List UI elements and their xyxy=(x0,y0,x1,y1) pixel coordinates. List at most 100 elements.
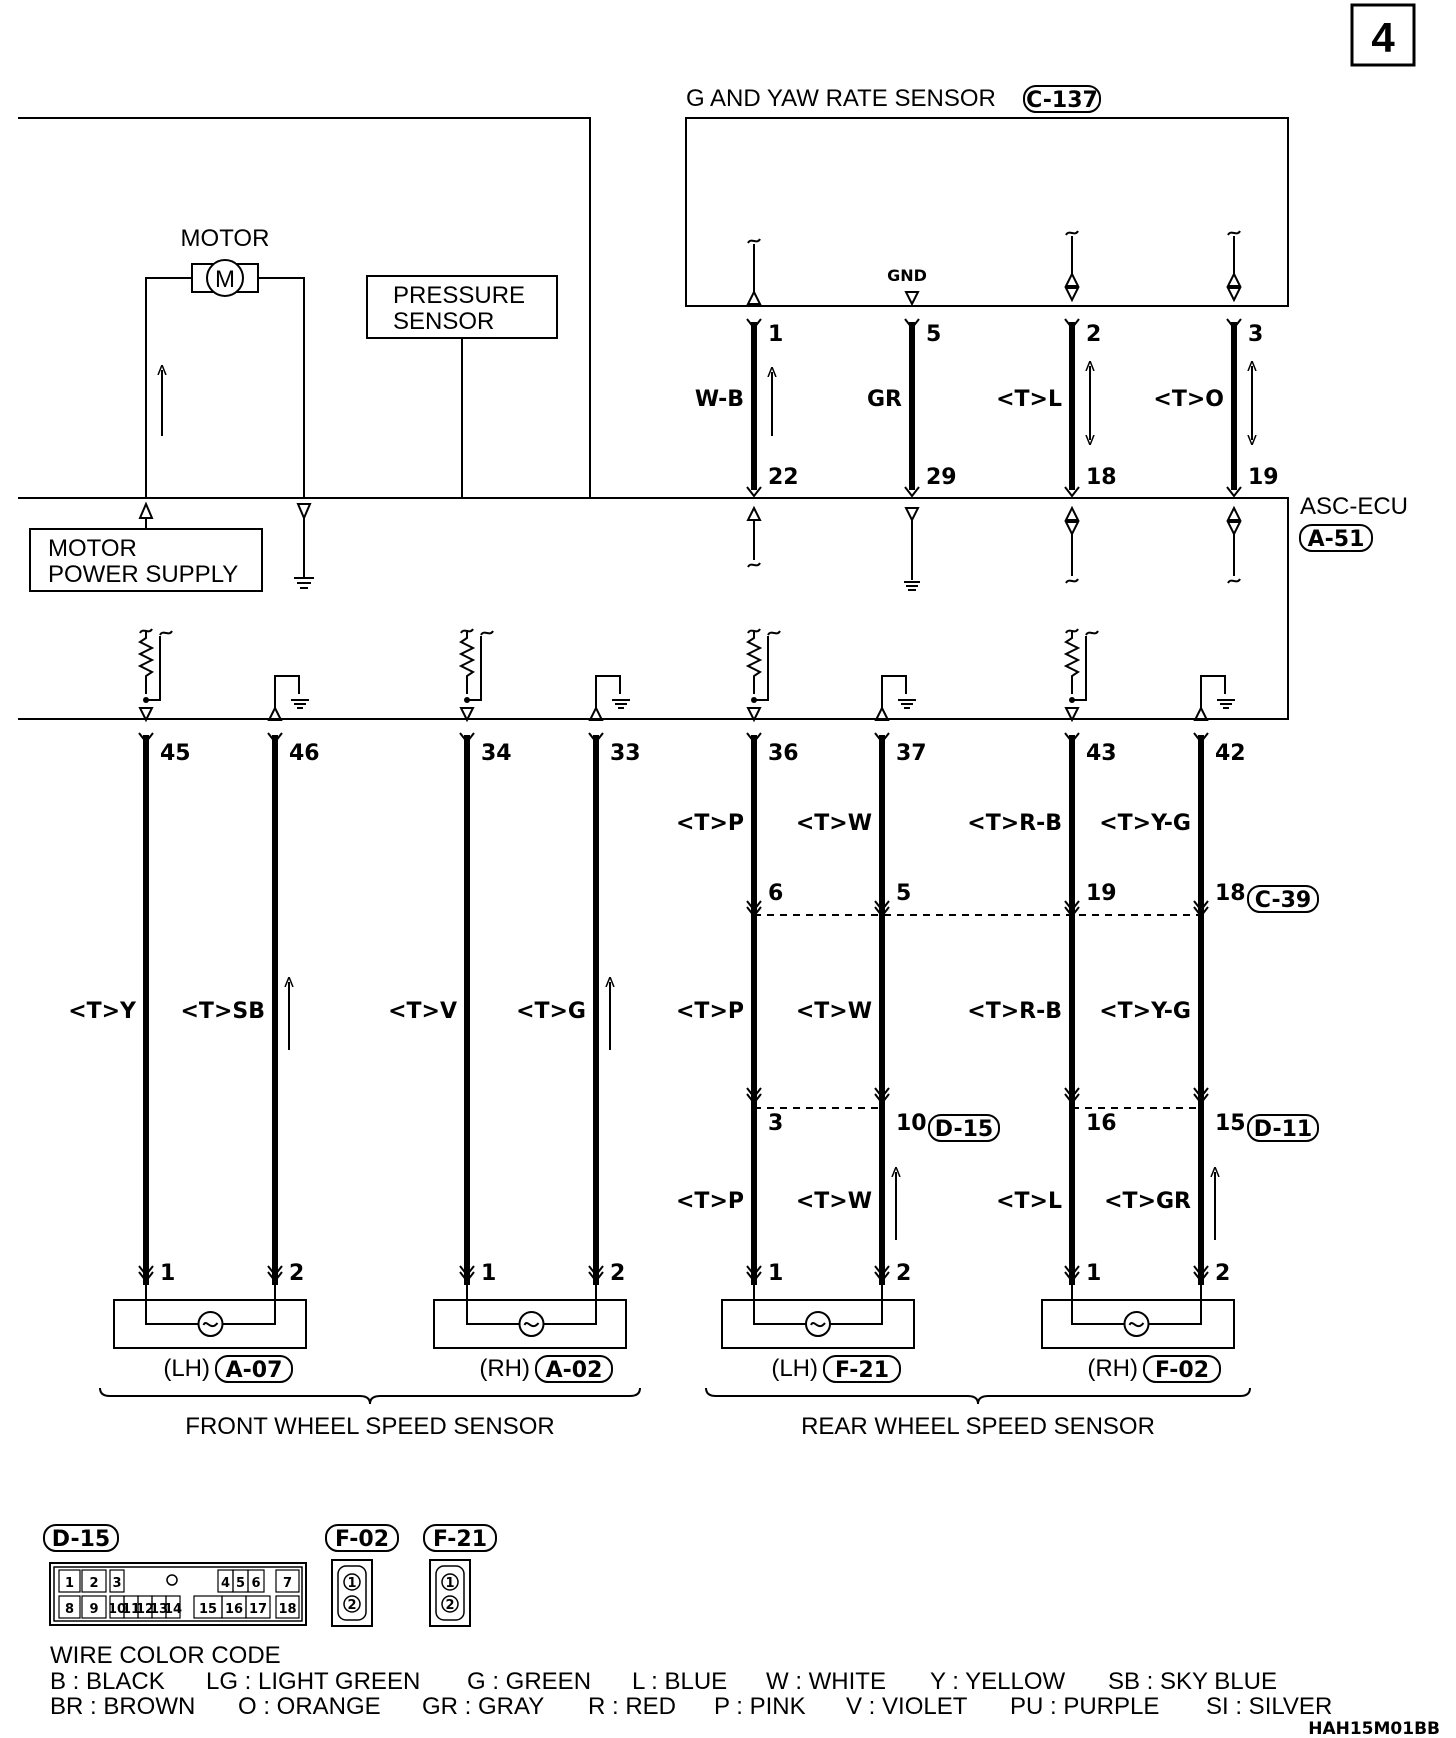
cavity: 12 xyxy=(136,1602,154,1617)
junction-pin: 15 xyxy=(1215,1111,1246,1136)
color-code-entry: BR : BROWN xyxy=(50,1693,195,1720)
color-code-entry: O : ORANGE xyxy=(238,1693,381,1720)
motor-power-supply-label-2: POWER SUPPLY xyxy=(48,561,238,588)
cavity: 6 xyxy=(251,1576,260,1591)
ecu-label: ASC-ECU xyxy=(1300,493,1408,520)
sensor-side: (LH) xyxy=(771,1355,818,1382)
g-yaw-rate-sensor: G AND YAW RATE SENSOR C-137 GND xyxy=(685,85,1289,307)
diagram-id: HAH15M01BB xyxy=(1308,1719,1440,1738)
top-pin-ecu: 18 xyxy=(1086,465,1117,490)
wire-color-label: <T>P xyxy=(676,1189,744,1214)
color-code-entry: PU : PURPLE xyxy=(1010,1693,1159,1720)
sensor-side: (RH) xyxy=(479,1355,530,1382)
pin-number: 2 xyxy=(347,1598,356,1613)
wheel-speed-sensor-4: (RH)F-02 xyxy=(1041,1285,1235,1383)
wheel-speed-sensor-1: (LH)A-07 xyxy=(113,1285,307,1383)
top-pin-sensor: 1 xyxy=(768,322,783,347)
top-pin-sensor: 2 xyxy=(1086,322,1101,347)
motor: MOTOR M xyxy=(145,225,305,498)
color-code-entry: SI : SILVER xyxy=(1206,1693,1332,1720)
sensor-coil-icon xyxy=(1123,1311,1150,1337)
sensor-coil-icon xyxy=(518,1311,545,1337)
sensor-pin: 1 xyxy=(481,1261,496,1286)
sensor-side: (LH) xyxy=(163,1355,210,1382)
sensor-side: (RH) xyxy=(1087,1355,1138,1382)
cavity: 18 xyxy=(278,1602,296,1617)
cavity: 1 xyxy=(65,1576,74,1591)
connector-d15: D-15 xyxy=(935,1117,993,1142)
sensor-pin: 2 xyxy=(896,1261,911,1286)
cavity: 17 xyxy=(249,1602,267,1617)
junction-pin: 3 xyxy=(768,1111,783,1136)
rear-group-label: REAR WHEEL SPEED SENSOR xyxy=(801,1413,1155,1440)
connector-d15-badge xyxy=(928,1114,1000,1142)
g-sensor-label: G AND YAW RATE SENSOR xyxy=(686,85,996,112)
connector-d11-badge xyxy=(1247,1114,1319,1142)
color-code-entry: W : WHITE xyxy=(766,1668,886,1695)
wheel-speed-sensor-3: (LH) F-21 xyxy=(721,1285,915,1383)
cavity: 2 xyxy=(89,1576,98,1591)
wire-color-label: <T>G xyxy=(516,999,586,1024)
top-wire-1: 1 22 W-B xyxy=(695,322,799,490)
cavity: 15 xyxy=(199,1602,217,1617)
sensor-coil-icon xyxy=(197,1311,224,1337)
wire-color-label: <T>Y-G xyxy=(1099,999,1191,1024)
sensor-pin: 1 xyxy=(160,1261,175,1286)
top-pin-sensor: 3 xyxy=(1248,322,1263,347)
wire-color-label: <T>SB xyxy=(181,999,266,1024)
sensor-pin: 2 xyxy=(289,1261,304,1286)
motor-symbol: M xyxy=(215,266,235,293)
color-code-entry: P : PINK xyxy=(714,1693,806,1720)
sensor-connector: A-02 xyxy=(546,1358,603,1383)
pin-number: 1 xyxy=(347,1576,356,1591)
pin-number: 1 xyxy=(445,1576,454,1591)
top-wire-color: W-B xyxy=(695,387,744,412)
front-group-brace xyxy=(99,1387,641,1405)
motor-power-supply-label: MOTOR xyxy=(48,535,137,562)
top-wire-4: 319<T>O xyxy=(1153,322,1279,490)
wire-color-label: <T>R-B xyxy=(967,999,1062,1024)
color-code-entry: GR : GRAY xyxy=(422,1693,544,1720)
top-pin-ecu: 19 xyxy=(1248,465,1279,490)
motor-label: MOTOR xyxy=(181,225,270,252)
sensor-wire-45: 45<T>Y1 xyxy=(68,735,191,1286)
top-pin-ecu: 22 xyxy=(768,465,799,490)
wire-color-label: <T>V xyxy=(388,999,457,1024)
cavity: 9 xyxy=(89,1602,98,1617)
wire-color-label: <T>W xyxy=(796,1189,872,1214)
color-code-entry: G : GREEN xyxy=(467,1668,591,1695)
color-code-entry: B : BLACK xyxy=(50,1668,165,1695)
page-number-box xyxy=(1350,3,1416,67)
junction-pin: 16 xyxy=(1086,1111,1117,1136)
sensor-pin: 2 xyxy=(1215,1261,1230,1286)
wire-color-label: <T>R-B xyxy=(967,811,1062,836)
wire-color-label: <T>W xyxy=(796,811,872,836)
ecu-pin: 36 xyxy=(768,741,799,766)
cavity: 11 xyxy=(122,1602,140,1617)
color-code-entry: LG : LIGHT GREEN xyxy=(206,1668,420,1695)
junction-pin: 10 xyxy=(896,1111,927,1136)
g-sensor-connector-badge xyxy=(1023,85,1101,113)
top-wire-3: 218<T>L xyxy=(996,322,1117,490)
ecu-connector: A-51 xyxy=(1308,527,1365,552)
color-code-entry: Y : YELLOW xyxy=(930,1668,1066,1695)
sensor-wire-33: 33<T>G2 xyxy=(516,735,641,1286)
ecu-pin: 46 xyxy=(289,741,320,766)
rear-group-brace xyxy=(705,1387,1251,1405)
pressure-sensor-label-2: SENSOR xyxy=(393,308,494,335)
wire-color-label: <T>GR xyxy=(1104,1189,1191,1214)
motor-icon xyxy=(206,259,244,297)
top-wire-color: GR xyxy=(867,387,902,412)
cavity: 7 xyxy=(283,1576,292,1591)
sensor-connector: F-21 xyxy=(835,1358,889,1383)
connector-view-label: D-15 xyxy=(52,1527,110,1552)
sensor-coil-icon xyxy=(805,1311,831,1337)
ecu-pin: 42 xyxy=(1215,741,1246,766)
pressure-sensor: PRESSURE SENSOR xyxy=(366,275,558,498)
wire-color-code-title: WIRE COLOR CODE xyxy=(50,1642,281,1669)
wire-color-label: <T>Y xyxy=(68,999,137,1024)
